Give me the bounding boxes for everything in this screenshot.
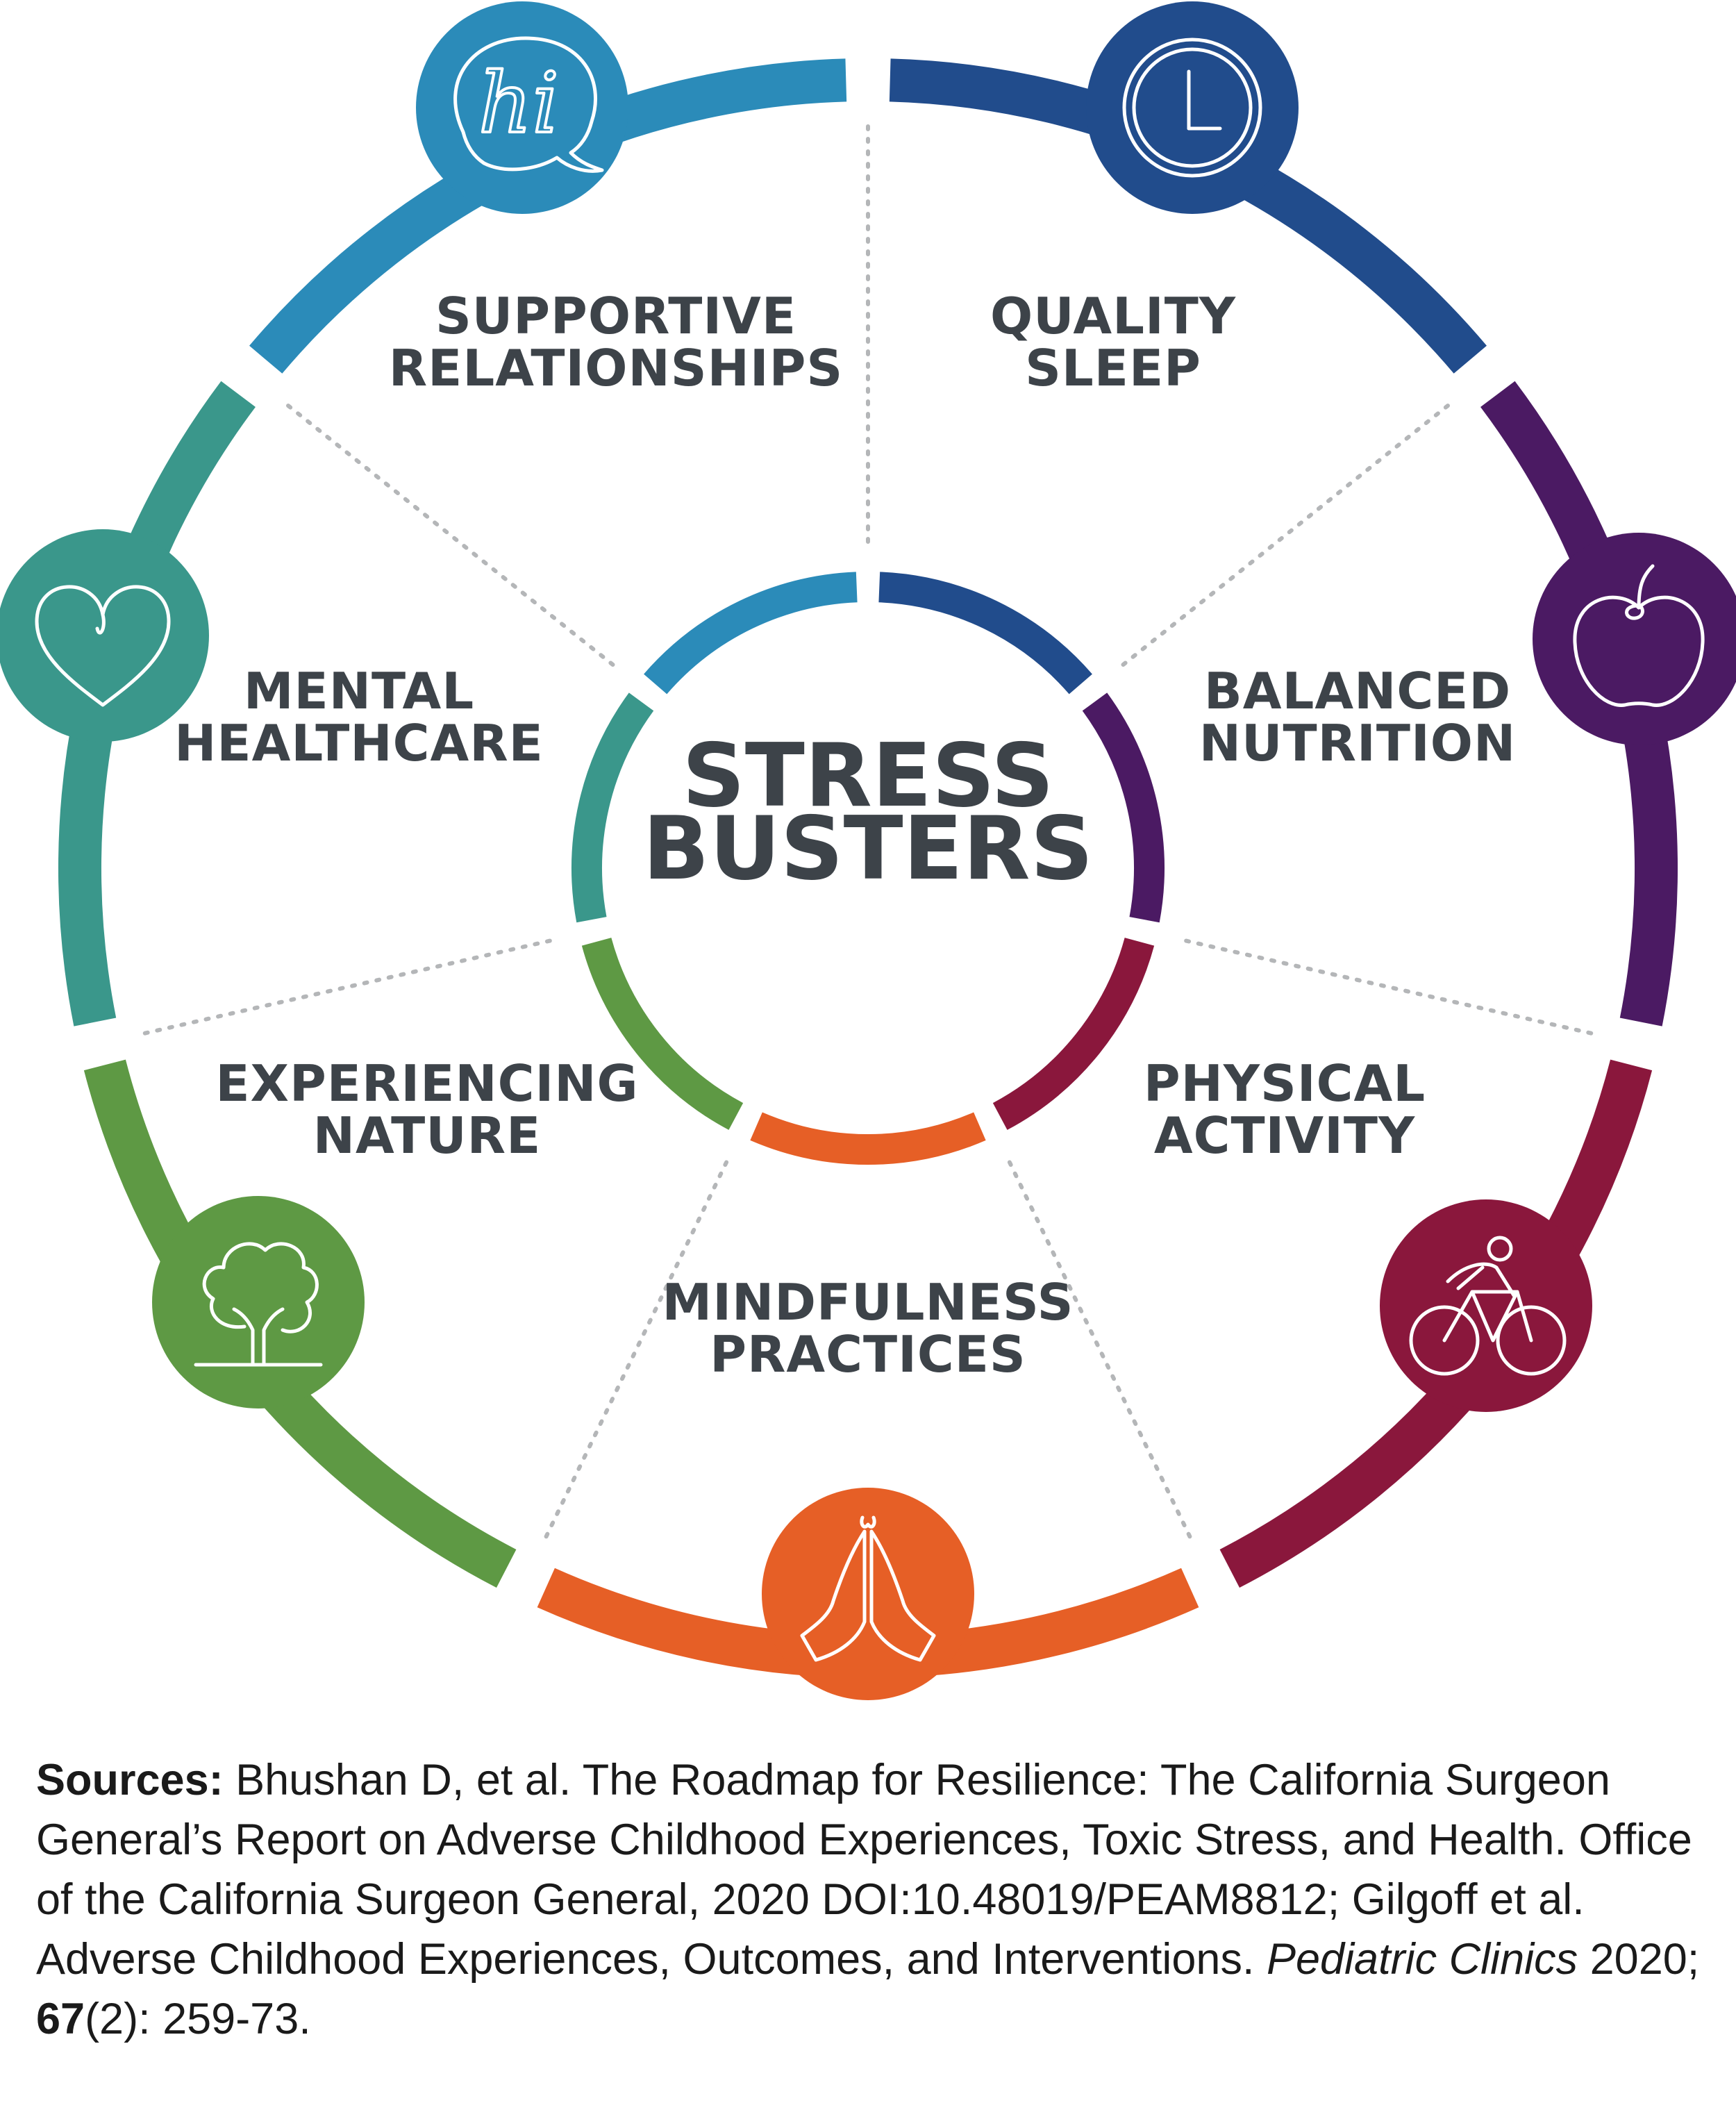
label-mental-healthcare-line-1: MENTAL [244,662,474,720]
speech-bubble-hi-icon: hi [453,36,604,173]
label-physical-activity-line-2: ACTIVITY [1154,1106,1415,1165]
label-mindfulness-line-2: PRACTICES [710,1325,1026,1383]
stress-busters-diagram: hi [0,1,1736,1700]
sources-label: Sources: [36,1756,224,1804]
center-title-line-2: BUSTERS [643,797,1094,899]
badge-experiencing-nature [152,1196,365,1408]
badge-mental-healthcare [0,529,209,742]
sources-text-b: 2020; [1578,1935,1700,1984]
badge-supportive-relationships: hi [416,1,628,214]
badge-mindfulness-practices [762,1488,974,1700]
clock-icon [1122,38,1262,178]
label-mindfulness-line-1: MINDFULNESS [662,1273,1074,1331]
icon-badges: hi [0,1,1736,1700]
inner-arc-experiencing-nature [581,938,744,1130]
label-experiencing-nature-line-2: NATURE [313,1106,542,1165]
inner-arc-mental-healthcare [571,692,654,923]
label-physical-activity-line-1: PHYSICAL [1144,1054,1426,1113]
divider-line [1121,400,1454,667]
sources-journal: Pediatric Clinics [1266,1935,1578,1984]
label-supportive-line-1: SUPPORTIVE [435,287,796,345]
divider-line [542,1160,729,1543]
badge-physical-activity [1380,1199,1592,1412]
praying-hands-icon [800,1515,936,1662]
sources-text-a: Bhushan D, et al. The Roadmap for Resili… [36,1756,1692,1984]
cyclist-icon [1409,1236,1567,1376]
sources-citation: Sources: Bhushan D, et al. The Roadmap f… [36,1750,1717,2049]
center-title-line-1: STRESS [682,724,1054,826]
inner-ring [571,572,1165,1165]
label-balanced-nutrition-line-1: BALANCED [1204,662,1511,720]
label-balanced-nutrition-line-2: NUTRITION [1199,714,1516,772]
apple-icon [1573,564,1705,707]
inner-arc-physical-activity [992,938,1155,1130]
divider-line [138,938,552,1037]
inner-arc-balanced-nutrition [1082,692,1165,923]
label-mental-healthcare-line-2: HEALTHCARE [174,714,544,772]
divider-line [282,400,615,667]
badge-balanced-nutrition [1533,533,1736,745]
sources-volume: 67 [36,1995,85,2043]
label-experiencing-nature-line-1: EXPERIENCING [215,1054,638,1113]
hi-text: hi [478,56,559,152]
inner-arc-quality-sleep [878,572,1092,695]
divider-line [1007,1160,1194,1543]
heart-icon [35,585,171,707]
inner-arc-supportive-relationships [644,572,858,695]
label-quality-sleep-line-1: QUALITY [990,287,1236,345]
tree-icon [194,1242,323,1367]
label-quality-sleep-line-2: SLEEP [1025,339,1201,397]
divider-line [1184,938,1598,1037]
sources-text-c: (2): 259-73. [85,1995,311,2043]
inner-arc-mindfulness-practices [750,1112,986,1165]
segment-dividers [138,119,1598,1543]
badge-quality-sleep [1086,1,1299,214]
label-supportive-line-2: RELATIONSHIPS [389,339,844,397]
